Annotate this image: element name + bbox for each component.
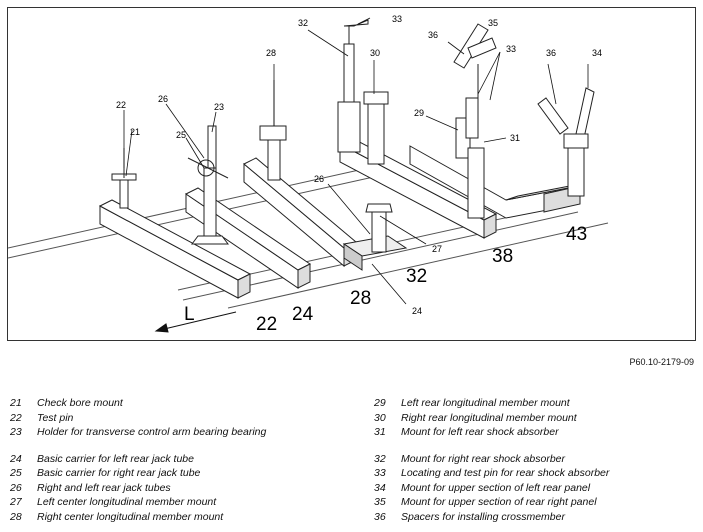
legend-item: 27 Left center longitudinal member mount [10,495,266,510]
callout-32: 32 [298,18,308,28]
legend-text: Left rear longitudinal member mount [401,397,570,409]
legend-number: 22 [10,411,22,424]
callout-24: 24 [412,306,422,316]
stand-27 [365,203,393,253]
legend-item: 22 Test pin [10,411,266,426]
legend-text: Right center longitudinal member mount [37,510,224,523]
legend-text: Basic carrier for left rear jack tube [37,452,194,465]
legend-number: 24 [10,452,22,465]
stand-28 [259,80,287,181]
callout-36b: 36 [546,48,556,58]
legend-item: 25 Basic carrier for right rear jack tube [10,466,266,481]
base-bar-22 [98,199,252,299]
legend-item: 36 Spacers for installing crossmember [374,510,609,525]
legend-text: Mount for upper section of left rear pan… [401,481,591,494]
legend-number: 27 [10,496,22,508]
legend-number: 21 [10,397,22,409]
stand-32-33 [337,19,369,153]
legend-item: 28 Right center longitudinal member mount [10,510,266,525]
figure-reference: P60.10-2179-09 [629,357,694,367]
legend-item: 30 Right rear longitudinal member mount [374,411,609,426]
legend-number: 26 [10,481,22,494]
callout-35: 35 [488,18,498,28]
callout-26b: 26 [314,174,324,184]
legend-number: 30 [374,411,386,424]
diagram-frame: L 22 24 28 32 38 43 21 22 23 24 25 26 26… [7,7,696,341]
legend-number: 34 [374,481,386,494]
stand-30 [363,91,389,165]
legend-item: 34 Mount for upper section of left rear p… [374,481,609,496]
stand-29-31 [455,64,485,219]
legend-text: Locating and test pin for rear shock abs… [401,467,610,479]
legend-number: 28 [10,510,22,523]
legend-text: Test pin [37,411,74,424]
legend-number: 33 [374,467,386,479]
direction-arrow [154,311,237,333]
legend-text: Left center longitudinal member mount [37,496,217,508]
callout-30: 30 [370,48,380,58]
legend-right: 29 Left rear longitudinal member mount 30 R… [374,396,609,524]
callout-33a: 33 [392,14,402,24]
legend-text: Check bore mount [37,397,123,409]
legend-number: 31 [374,426,386,438]
base-bar-43 [409,145,581,219]
legend-number: 25 [10,467,22,479]
station-28: 28 [350,288,371,309]
station-43: 43 [566,224,587,245]
legend-item: 23 Holder for transverse control arm bear… [10,425,266,440]
callout-21: 21 [130,127,140,137]
legend-number: 29 [374,397,386,409]
callout-22: 22 [116,100,126,110]
legend-number: 36 [374,510,386,523]
station-38: 38 [492,246,513,267]
callout-leaders [123,17,589,305]
legend-text: Mount for right rear shock absorber [401,452,565,465]
legend-text: Holder for transverse control arm bearin… [37,426,267,438]
station-24: 24 [292,304,314,325]
legend-item: 21 Check bore mount [10,396,266,411]
legend-item: 31 Mount for left rear shock absorber [374,425,609,440]
callout-23: 23 [214,102,224,112]
stand-23-25-26 [187,125,229,245]
legend-item: 24 Basic carrier for left rear jack tube [10,452,266,467]
legend-item: 32 Mount for right rear shock absorber [374,452,609,467]
legend-text: Mount for upper section of rear right pa… [401,496,597,508]
jig-illustration: L 22 24 28 32 38 43 21 22 23 24 25 26 26… [8,14,609,335]
callout-28: 28 [266,48,276,58]
callout-29: 29 [414,108,424,118]
legend-number: 32 [374,452,386,465]
callout-25: 25 [176,130,186,140]
legend-text: Right and left rear jack tubes [37,481,171,494]
legend-item: 29 Left rear longitudinal member mount [374,396,609,411]
legend-text: Spacers for installing crossmember [401,510,565,523]
legend-text: Right rear longitudinal member mount [401,411,577,424]
callout-36a: 36 [428,30,438,40]
legend-text: Mount for left rear shock absorber [401,426,559,438]
legend-item: 35 Mount for upper section of rear right … [374,495,609,510]
legend-left: 21 Check bore mount 22 Test pin 23 Holder for… [10,396,266,524]
legend-item: 33 Locating and test pin for rear shock a… [374,466,609,481]
legend-item: 26 Right and left rear jack tubes [10,481,266,496]
stand-35-36 [453,23,497,69]
legend-number: 23 [10,426,22,438]
callout-26a: 26 [158,94,168,104]
callout-27: 27 [432,244,442,254]
legend-number: 35 [374,496,386,508]
station-22: 22 [256,314,277,335]
callout-33b: 33 [506,44,516,54]
direction-label: L [184,304,195,325]
callout-34: 34 [592,48,602,58]
station-32: 32 [406,266,427,287]
floor-rails [8,167,609,309]
stand-34-36 [537,87,595,197]
callout-31: 31 [510,133,520,143]
legend-text: Basic carrier for right rear jack tube [37,467,201,479]
